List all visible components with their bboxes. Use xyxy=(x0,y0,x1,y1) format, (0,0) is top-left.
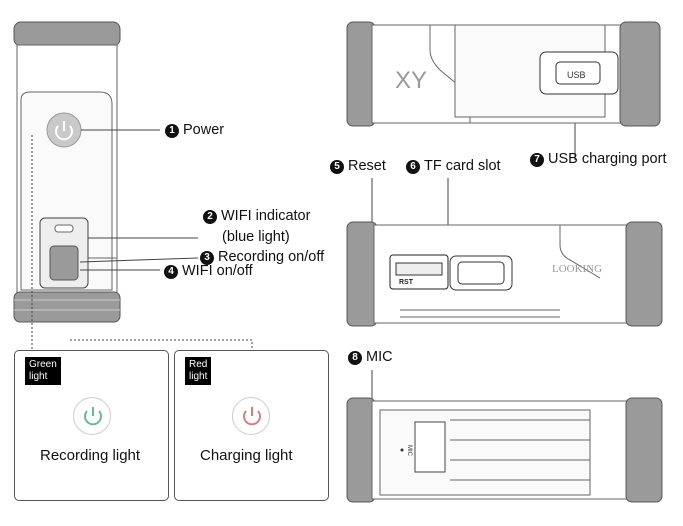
tag-line: light xyxy=(29,371,48,382)
callout-number: 7 xyxy=(530,153,544,167)
callout-mic: 8 MIC xyxy=(348,349,393,366)
side-view-usb xyxy=(346,21,661,127)
side-view-slots xyxy=(346,221,663,327)
charging-light-caption: Charging light xyxy=(200,447,293,464)
rst-label: RST xyxy=(399,279,414,286)
recording-light-icon xyxy=(73,397,111,435)
mic-label: MIC xyxy=(406,445,412,457)
callout-text: TF card slot xyxy=(424,158,501,174)
callout-reset: 5 Reset xyxy=(330,158,386,175)
callout-text: MIC xyxy=(366,349,393,365)
callout-text: Power xyxy=(183,122,225,138)
recording-light-caption: Recording light xyxy=(40,447,141,464)
callout-number: 3 xyxy=(200,251,214,265)
callout-number: 5 xyxy=(330,160,344,174)
callout-power: 1 Power xyxy=(165,122,224,139)
callout-number: 4 xyxy=(164,265,178,279)
red-light-tag: Red light xyxy=(185,357,212,385)
charging-light-icon xyxy=(232,397,270,435)
callout-number: 2 xyxy=(203,210,217,224)
usb-port-label: USB xyxy=(567,70,586,80)
callout-wifi-indicator-sub: (blue light) xyxy=(222,229,290,245)
callout-text: USB charging port xyxy=(548,151,667,167)
mic-hole-icon xyxy=(400,448,404,452)
callout-wifi-indicator: 2 WIFI indicator xyxy=(203,208,310,225)
callout-number: 1 xyxy=(165,124,179,138)
front-view-device xyxy=(13,21,121,323)
callout-recording: 3 Recording on/off xyxy=(200,249,324,266)
callout-usb: 7 USB charging port xyxy=(530,151,666,168)
callout-number: 6 xyxy=(406,160,420,174)
callout-wifi-onoff: 4 WIFI on/off xyxy=(164,263,253,280)
callout-number: 8 xyxy=(348,351,362,365)
tag-line: Green xyxy=(29,359,57,370)
callout-text: WIFI on/off xyxy=(182,263,253,279)
callout-tf-card: 6 TF card slot xyxy=(406,158,501,175)
callout-text: Recording on/off xyxy=(218,249,325,265)
callout-text: Reset xyxy=(348,158,386,174)
green-light-tag: Green light xyxy=(25,357,61,385)
charging-light-panel: Red light Charging light xyxy=(174,350,329,501)
side-view-mic xyxy=(346,397,663,503)
tag-line: Red xyxy=(189,359,208,370)
xy-logo: XY xyxy=(395,67,427,94)
brand-logo: LOOKING xyxy=(552,263,602,275)
tag-line: light xyxy=(189,371,208,382)
callout-text: WIFI indicator xyxy=(221,208,311,224)
recording-light-panel: Green light Recording light xyxy=(14,350,169,501)
